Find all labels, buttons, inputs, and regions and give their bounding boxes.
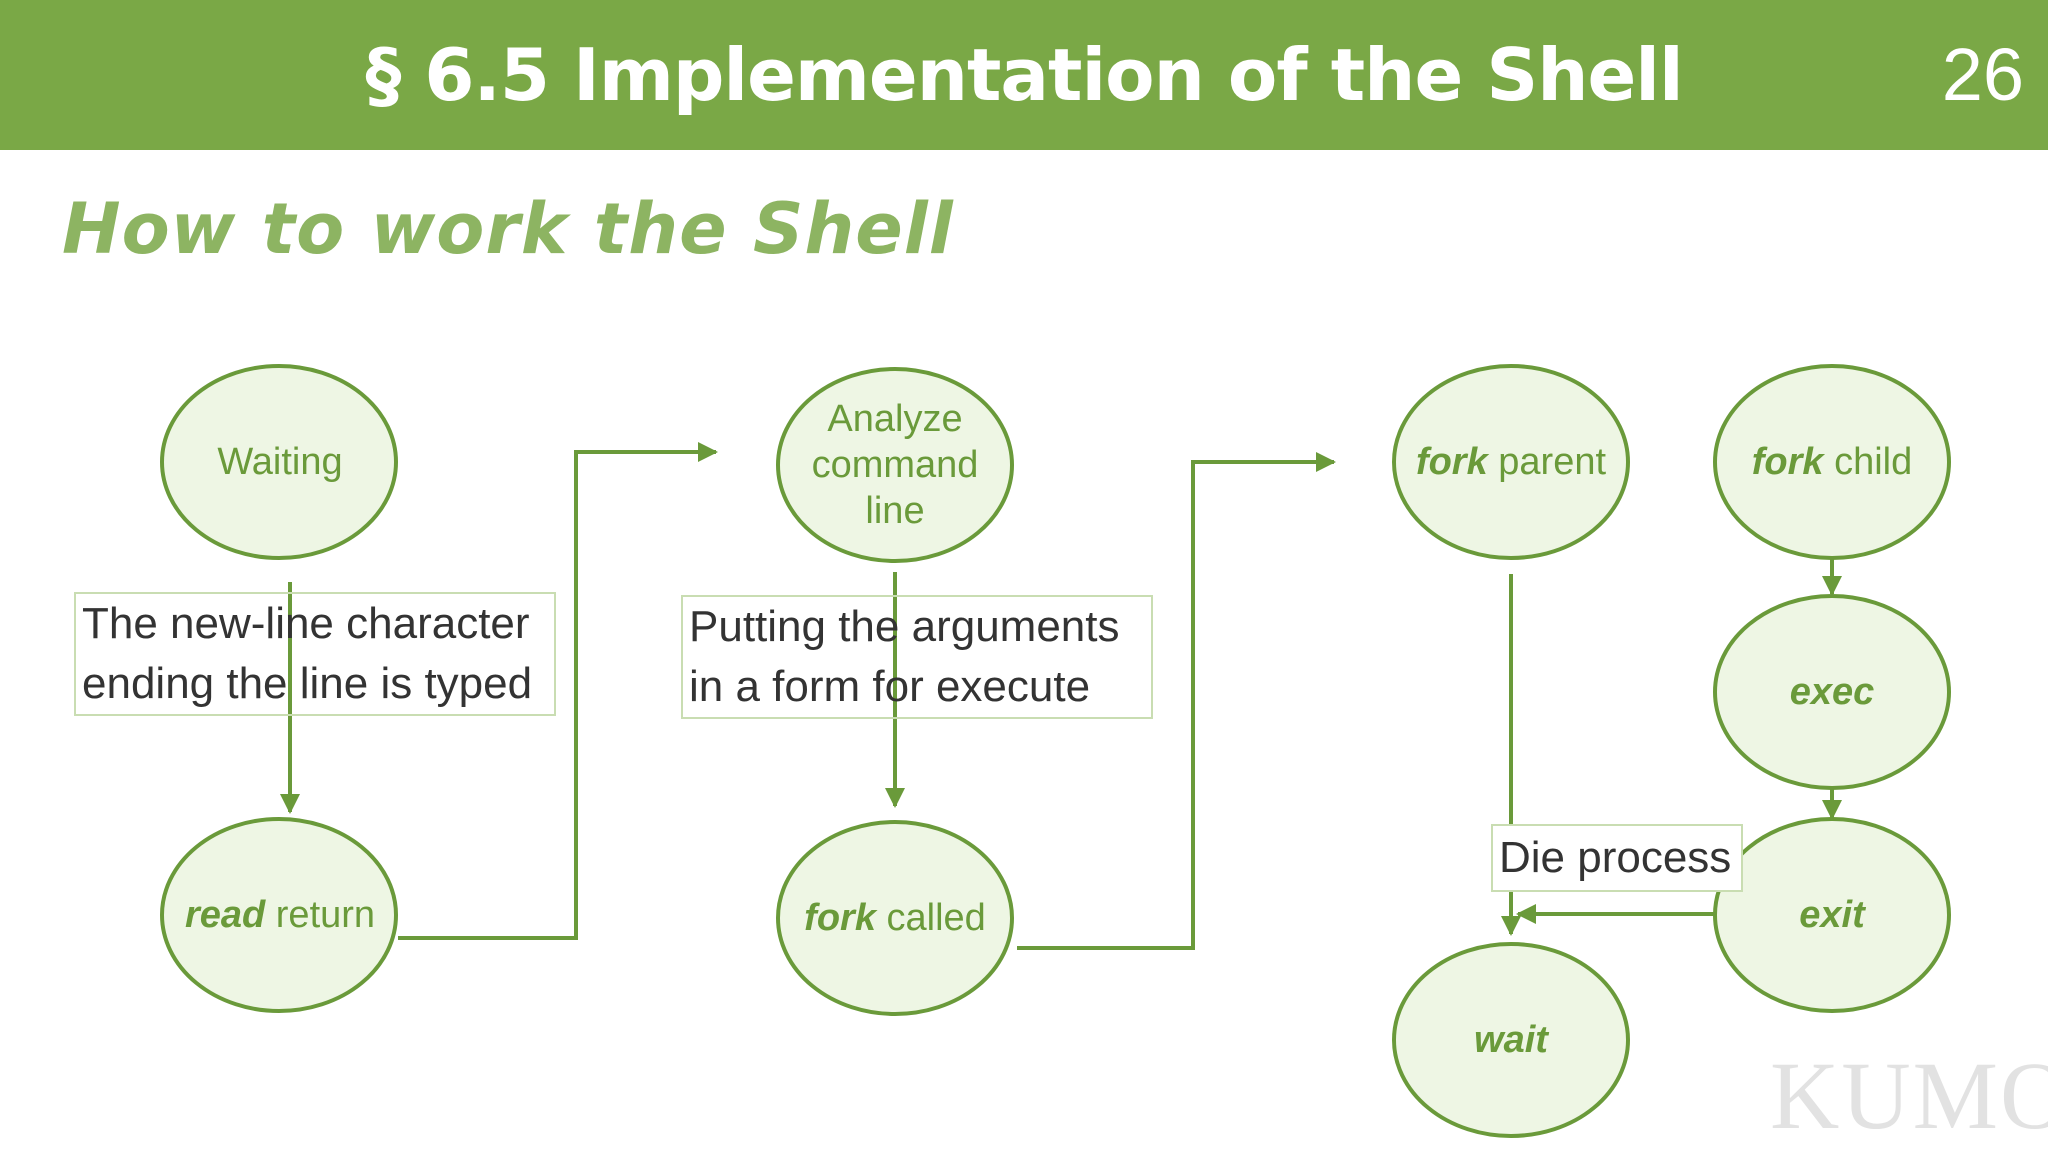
node-read-return-label: read return xyxy=(160,865,400,965)
node-fork-called xyxy=(776,820,1014,1016)
note-newline: The new-line character ending the line i… xyxy=(74,592,556,716)
read-keyword: read xyxy=(184,894,266,936)
fork-child-keyword: fork xyxy=(1751,441,1824,483)
node-fork-parent xyxy=(1392,364,1630,560)
exec-keyword: exec xyxy=(1789,671,1875,713)
analyze-line3: line xyxy=(865,490,925,532)
fork-parent-keyword: fork xyxy=(1415,441,1488,483)
analyze-line2: command xyxy=(811,444,979,486)
note-arguments: Putting the arguments in a form for exec… xyxy=(681,595,1153,719)
node-analyze xyxy=(776,367,1014,563)
title-bar xyxy=(0,0,2048,150)
slide-subtitle: How to work the Shell xyxy=(62,188,954,270)
node-wait xyxy=(1392,942,1630,1138)
page-number: 26 xyxy=(1941,33,2024,116)
note-arguments-line2: in a form for execute xyxy=(689,662,1091,711)
node-analyze-label: Analyze command line xyxy=(780,390,1010,540)
node-fork-child-label: fork child xyxy=(1712,412,1952,512)
slide-title: § 6.5 Implementation of the Shell xyxy=(365,33,1683,117)
exit-keyword: exit xyxy=(1799,894,1865,936)
fork-keyword: fork xyxy=(804,897,876,939)
note-newline-line2: ending the line is typed xyxy=(82,659,533,708)
wait-keyword: wait xyxy=(1474,1019,1548,1061)
note-newline-line1: The new-line character xyxy=(82,599,530,648)
note-arguments-line1: Putting the arguments xyxy=(689,602,1120,651)
read-return-text: return xyxy=(265,894,376,936)
waiting-text: Waiting xyxy=(217,441,343,483)
node-fork-called-label: fork called xyxy=(775,868,1015,968)
node-exec xyxy=(1713,594,1951,790)
node-read-return xyxy=(160,817,398,1013)
fork-called-text: called xyxy=(875,897,986,939)
kumo-watermark: KUMO xyxy=(1770,1042,2048,1149)
node-fork-parent-label: fork parent xyxy=(1390,412,1632,512)
fork-parent-text: parent xyxy=(1487,441,1607,483)
note-die-text: Die process xyxy=(1499,833,1732,882)
analyze-line1: Analyze xyxy=(827,398,963,440)
arrow-read-to-analyze xyxy=(398,442,718,940)
arrow-fork-to-parent xyxy=(1017,452,1336,950)
fork-child-text: child xyxy=(1823,441,1913,483)
node-wait-label: wait xyxy=(1391,990,1631,1090)
note-die-process: Die process xyxy=(1491,824,1743,892)
node-fork-child xyxy=(1713,364,1951,560)
node-waiting xyxy=(160,364,398,560)
node-exit xyxy=(1713,817,1951,1013)
node-waiting-label: Waiting xyxy=(170,412,390,512)
node-exit-label: exit xyxy=(1712,865,1952,965)
node-exec-label: exec xyxy=(1712,642,1952,742)
